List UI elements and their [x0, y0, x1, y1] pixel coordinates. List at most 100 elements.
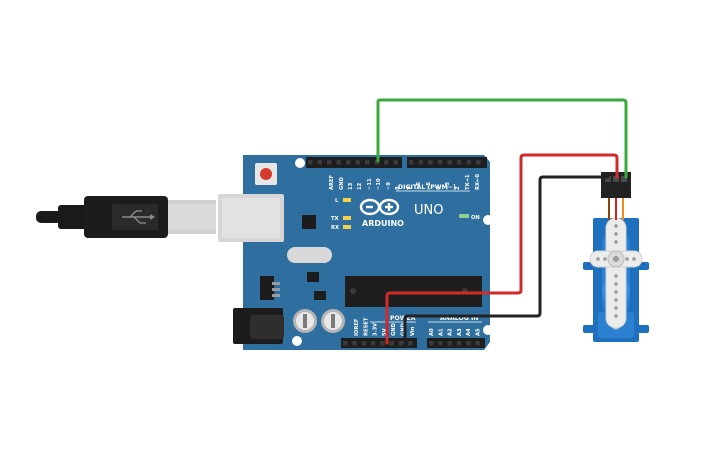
header-hole: [456, 341, 462, 346]
smd-chip: [314, 291, 326, 300]
header-hole: [365, 160, 370, 165]
pin-label: A3: [457, 328, 463, 336]
header-hole: [429, 341, 434, 346]
mounting-hole: [295, 158, 305, 168]
header-hole: [380, 341, 385, 346]
power-pin-holes: [343, 341, 413, 346]
mounting-hole: [292, 336, 302, 346]
horn-hole: [614, 298, 618, 302]
digital-pin-label: ~5: [426, 182, 432, 190]
horn-hole: [614, 224, 618, 228]
dc-power-jack: [233, 308, 284, 344]
horn-hole: [614, 274, 618, 278]
header-hole: [437, 160, 443, 165]
pin-label: 5V: [382, 328, 388, 336]
digital-pin-label: ~6: [416, 182, 422, 190]
servo-horn[interactable]: [589, 217, 643, 329]
horn-hole: [614, 282, 618, 286]
header-hole: [352, 341, 357, 346]
led-rx-label: RX: [331, 225, 339, 231]
header-hole: [476, 160, 481, 165]
digital-pin-label: GND: [339, 176, 345, 190]
header-hole: [355, 160, 360, 165]
digital-pin-label: ~10: [376, 178, 382, 190]
digital-pin-label: 4: [436, 186, 442, 190]
header-hole: [308, 160, 313, 165]
analog-header[interactable]: [427, 338, 485, 348]
smd-chip: [302, 215, 316, 229]
header-hole: [374, 160, 379, 165]
servo-motor[interactable]: [583, 172, 649, 342]
horn-hole: [632, 257, 636, 261]
servo-horn-holes: [596, 224, 636, 318]
header-hole: [393, 160, 398, 165]
header-hole: [438, 341, 443, 346]
digital-header-label: DIGITAL (PWM~): [398, 184, 456, 191]
horn-hole: [596, 257, 600, 261]
led-tx: [343, 216, 351, 220]
pin-label: 3.3V: [373, 323, 379, 336]
digital-header[interactable]: [306, 157, 487, 168]
pin-label: A1: [438, 328, 444, 336]
signal-wire[interactable]: [376, 98, 628, 179]
digital-pin-label: ~11: [367, 178, 373, 190]
digital-pin-label: 8: [395, 186, 401, 190]
led-l-label: L: [335, 198, 339, 204]
ground-wire[interactable]: [403, 175, 610, 345]
capacitor: [321, 309, 345, 333]
pin-label: IOREF: [354, 318, 360, 336]
header-hole: [398, 341, 404, 346]
header-hole: [343, 341, 348, 346]
header-hole: [408, 341, 413, 346]
header-hole: [457, 160, 462, 165]
digital-pin-label: TX→1: [465, 174, 471, 190]
header-hole: [428, 160, 433, 165]
horn-hole: [625, 257, 629, 261]
digital-pin-label: 7: [407, 186, 413, 190]
crystal-oscillator: [287, 247, 332, 263]
digital-pin-label: AREF: [329, 174, 335, 190]
header-hole: [447, 160, 452, 165]
pin-label: A4: [466, 328, 472, 336]
digital-pin-label: ~9: [386, 182, 392, 190]
capacitor: [293, 309, 317, 333]
reset-button[interactable]: [255, 163, 277, 185]
digital-pin-holes: [308, 160, 481, 165]
pin-label: GND: [391, 322, 397, 336]
mounting-hole: [483, 325, 493, 335]
usb-icon: [122, 210, 155, 224]
arduino-logo-icon: [359, 198, 400, 216]
pin-label: A2: [448, 328, 454, 336]
led-on: [459, 214, 469, 218]
horn-hole: [603, 257, 607, 261]
header-hole: [384, 160, 389, 165]
digital-pin-label: RX←0: [475, 174, 481, 190]
model-label: UNO: [414, 203, 443, 218]
header-hole: [447, 341, 453, 346]
pin-label: RESET: [363, 317, 369, 336]
header-hole: [466, 160, 472, 165]
led-on-label: ON: [471, 215, 480, 221]
header-hole: [317, 160, 322, 165]
power-header[interactable]: [341, 338, 417, 348]
header-hole: [409, 160, 414, 165]
analog-header-label: ANALOG IN: [440, 315, 478, 322]
led-l: [343, 198, 351, 202]
mounting-hole: [483, 215, 493, 225]
power-header-label: POWER: [390, 315, 416, 322]
horn-hole: [614, 290, 618, 294]
power-wire[interactable]: [385, 153, 619, 345]
header-hole: [466, 341, 471, 346]
pin-label: A5: [476, 328, 482, 336]
pin-label: A0: [429, 328, 435, 336]
digital-pin-label: ~3: [445, 182, 451, 190]
analog-pin-holes: [429, 341, 480, 346]
header-hole: [475, 341, 480, 346]
usb-cable[interactable]: [36, 196, 216, 238]
digital-pin-label: 12: [357, 182, 363, 190]
header-hole: [327, 160, 332, 165]
